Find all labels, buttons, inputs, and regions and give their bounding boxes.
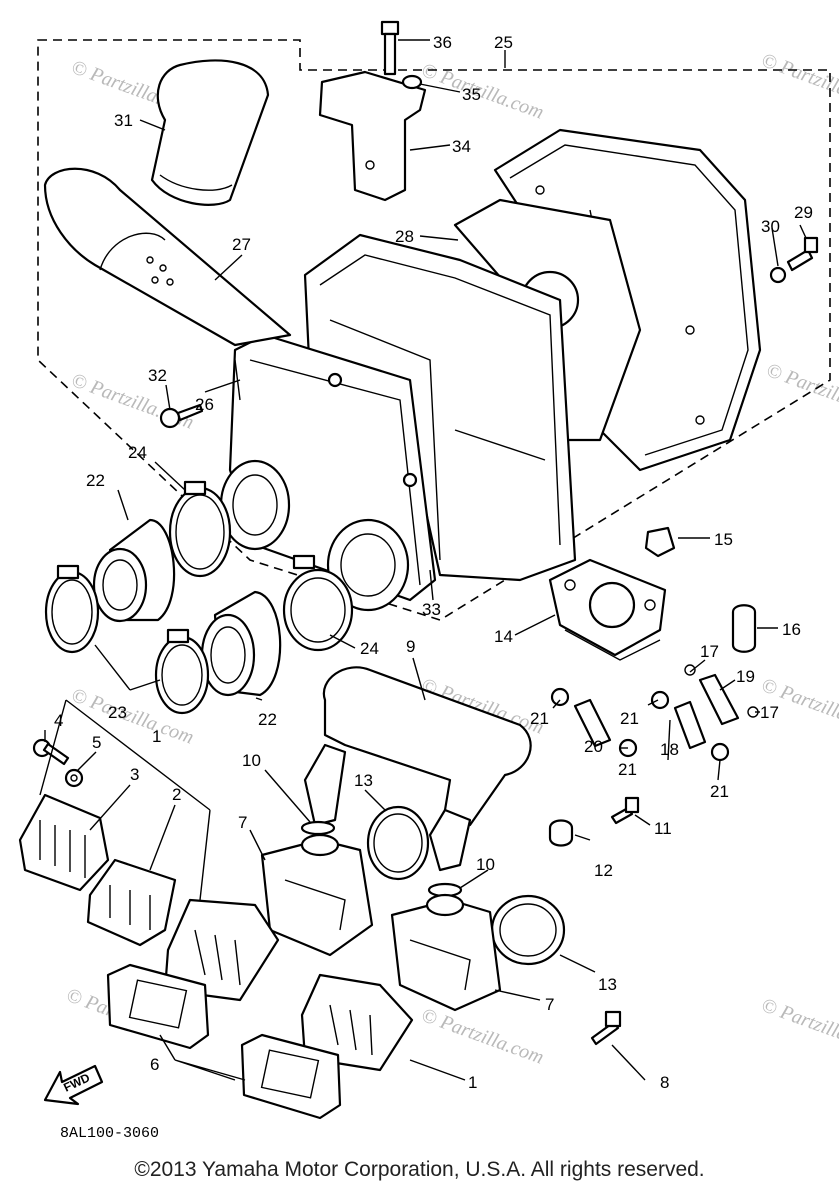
carburetor-flange [548,558,667,661]
intake-tube [43,167,292,347]
reed-bolt [32,738,84,788]
forward-direction-arrow: FWD [43,1064,104,1106]
intake-duct [150,59,270,206]
callout-24: 24 [360,639,379,658]
housing-bolt [590,1010,622,1046]
hose-clamp [366,805,430,881]
callout-10: 10 [476,855,495,874]
callout-10: 10 [242,751,261,770]
callout-17: 17 [700,642,719,661]
mounting-bracket [318,20,427,202]
hose-clamp-inner [499,903,557,957]
intake-joints [92,518,282,697]
callout-20: 20 [584,737,603,756]
plate-bolt [159,403,204,429]
callout-16: 16 [782,620,801,639]
callout-31: 31 [114,111,133,130]
airbox-front-plate [219,333,437,612]
reed-stopper-slots [109,885,151,930]
callout-33: 33 [422,600,441,619]
watermark: © Partzilla.com [418,59,546,124]
leader-lines [39,39,807,1081]
callout-30: 30 [761,217,780,236]
callout-13: 13 [598,975,617,994]
callout-28: 28 [395,227,414,246]
callout-24: 24 [128,443,147,462]
spacer [731,604,757,653]
callout-22: 22 [258,710,277,729]
callout-27: 27 [232,235,251,254]
callout-labels: 36 25 35 34 31 27 28 30 29 32 26 24 22 1… [54,33,813,1092]
callout-35: 35 [462,85,481,104]
cap [644,526,676,558]
callout-5: 5 [92,733,101,752]
grommet [548,819,574,847]
callout-12: 12 [594,861,613,880]
callout-7: 7 [238,813,247,832]
callout-7: 7 [545,995,554,1014]
callout-15: 15 [714,530,733,549]
watermark: © Partzilla.com [763,359,839,424]
reed-petal [18,793,110,892]
hose-clamps-upper [168,480,354,652]
callout-21: 21 [618,760,637,779]
intake-silencer [303,666,532,872]
callout-11: 11 [654,819,672,838]
reed-stopper [86,858,177,947]
watermark: © Partzilla.com [758,49,839,114]
callout-21: 21 [620,709,639,728]
diagram-code: 8AL100-3060 [60,1125,159,1142]
hose-clamp-inner [373,813,423,873]
callout-34: 34 [452,137,471,156]
callout-8: 8 [660,1073,669,1092]
callout-18: 18 [660,740,679,759]
callout-6: 6 [150,1055,159,1074]
callout-25: 25 [494,33,513,52]
callout-36: 36 [433,33,452,52]
reed-gaskets [106,963,342,1120]
callout-3: 3 [130,765,139,784]
reed-petal-slots [39,820,86,878]
callout-14: 14 [494,627,513,646]
reed-valve-blocks [163,898,414,1072]
callout-29: 29 [794,203,813,222]
callout-9: 9 [406,637,415,656]
callout-13: 13 [354,771,373,790]
exploded-parts-diagram: © Partzilla.com © Partzilla.com © Partzi… [18,20,839,1142]
reed-valve-housings [260,833,502,1012]
callout-23: 23 [108,703,127,722]
hose-clamp [490,894,566,966]
copyright-notice: ©2013 Yamaha Motor Corporation, U.S.A. A… [134,1158,705,1181]
callout-32: 32 [148,366,167,385]
watermark: © Partzilla.com [758,994,839,1059]
callout-2: 2 [172,785,181,804]
callout-26: 26 [195,395,214,414]
assembly-boundary [37,39,831,621]
callout-1: 1 [152,727,161,746]
callout-1: 1 [468,1073,477,1092]
hose-fittings [550,664,759,762]
watermark: © Partzilla.com [418,1004,546,1069]
callout-19: 19 [736,667,755,686]
callout-4: 4 [54,711,63,730]
callout-22: 22 [86,471,105,490]
bolt-head [624,796,640,814]
hose-clamps-lower [44,564,210,715]
callout-21: 21 [530,709,549,728]
cover-bolt [769,236,819,284]
callout-17: 17 [760,703,779,722]
callout-21: 21 [710,782,729,801]
o-ring [300,820,336,836]
